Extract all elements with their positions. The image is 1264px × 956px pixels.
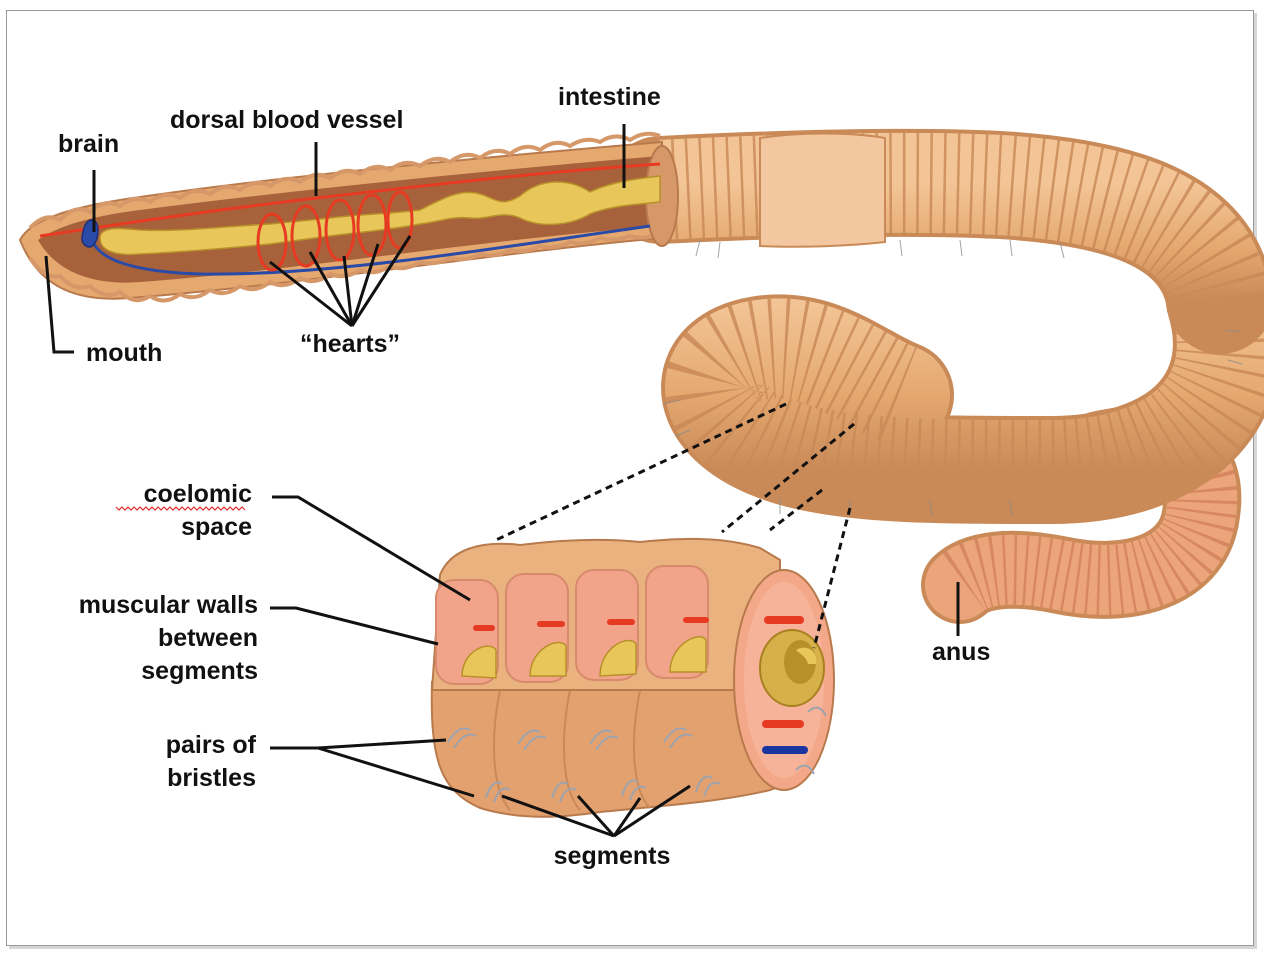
label-bristles-line2: bristles: [167, 764, 256, 792]
zoom-lines: [495, 402, 855, 649]
label-brain: brain: [58, 130, 119, 158]
ventral-blood-vessel: [90, 224, 651, 276]
leader-bristles-1: [270, 738, 447, 750]
labels: brain dorsal blood vessel intestine mout…: [58, 83, 990, 870]
leader-segments-4: [613, 784, 691, 838]
label-intestine: intestine: [558, 83, 661, 111]
worm-body: [606, 128, 1264, 624]
leader-muscular: [270, 606, 439, 646]
leader-coelomic: [272, 495, 471, 602]
leader-segments-3: [612, 797, 642, 837]
clitellum: [759, 132, 886, 248]
label-hearts: “hearts”: [300, 330, 400, 358]
leader-heart-3: [342, 255, 354, 327]
label-muscular-line3: segments: [141, 657, 258, 685]
label-coelomic-line1: coelomic: [144, 480, 252, 508]
label-dorsal-blood-vessel: dorsal blood vessel: [170, 106, 403, 134]
spellcheck-underline: [115, 506, 246, 511]
leader-heart-5: [350, 235, 412, 327]
label-muscular-line1: muscular walls: [79, 591, 258, 619]
segment-cutaway: [430, 537, 835, 818]
label-segments: segments: [554, 842, 671, 870]
leader-heart-1: [269, 260, 353, 328]
label-coelomic-line2: space: [181, 513, 252, 541]
leader-heart-4: [350, 243, 380, 327]
leader-bristles-2: [317, 746, 475, 798]
heart-loops: [256, 190, 414, 272]
dorsal-blood-vessel: [39, 162, 661, 238]
leader-segments-2: [576, 794, 616, 838]
leader-segments-1: [501, 794, 615, 838]
gut: [99, 175, 661, 256]
label-muscular-line2: between: [158, 624, 258, 652]
leader-heart-2: [308, 251, 354, 327]
leader-mouth: [44, 255, 74, 354]
label-mouth: mouth: [86, 339, 162, 367]
label-anus: anus: [932, 638, 990, 666]
label-bristles-line1: pairs of: [166, 731, 257, 759]
leader-lines: [44, 124, 960, 838]
dissected-head: [18, 131, 679, 303]
